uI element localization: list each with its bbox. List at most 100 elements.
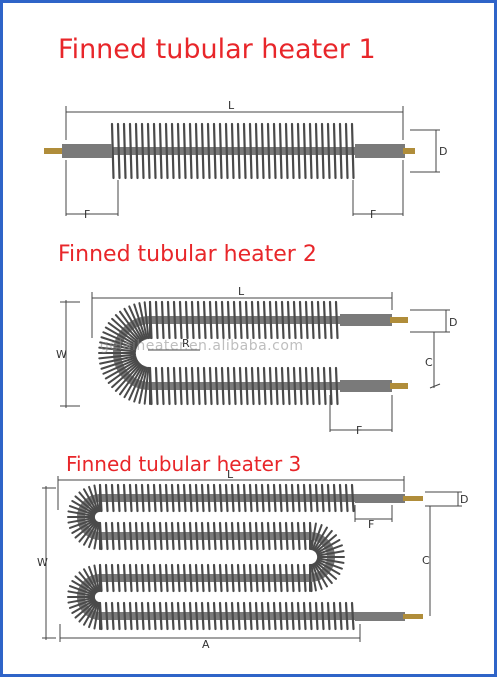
fin [104, 483, 109, 513]
heater-2-bottom-terminal [390, 383, 408, 389]
fin [166, 300, 171, 340]
fin [274, 300, 279, 340]
fin [128, 521, 133, 551]
fin [188, 122, 193, 180]
fin [123, 307, 144, 342]
fin [110, 563, 115, 593]
fin [119, 364, 143, 396]
fin [298, 300, 303, 340]
fin [242, 521, 247, 551]
fin [326, 601, 331, 631]
fin [218, 483, 223, 513]
fin [111, 317, 140, 344]
fin [236, 483, 241, 513]
heater-1-right-terminal [403, 148, 415, 154]
fin [274, 366, 279, 406]
fin [260, 483, 265, 513]
fin [122, 563, 127, 593]
fin [224, 521, 229, 551]
fin [278, 563, 283, 593]
fin [67, 510, 96, 517]
fin [316, 557, 345, 564]
fin [68, 585, 96, 596]
fin [114, 363, 141, 392]
fin [242, 563, 247, 593]
fin [322, 300, 327, 340]
fin [284, 521, 289, 551]
fin [320, 483, 325, 513]
fin [302, 483, 307, 513]
fin [290, 483, 295, 513]
heater-3-label-a: A [202, 638, 210, 651]
fin [202, 366, 207, 406]
fin [218, 122, 223, 180]
fin [194, 601, 199, 631]
fin [206, 122, 211, 180]
fin [104, 521, 109, 551]
fin [214, 300, 219, 340]
heater-2-diagram: L R W D C F [56, 285, 457, 437]
fin [244, 300, 249, 340]
fin [310, 522, 317, 551]
heater-1-diagram: L D F F [44, 99, 447, 221]
fin [248, 521, 253, 551]
watermark-text: gelaiheater.en.alibaba.com [100, 338, 304, 354]
fin [212, 483, 217, 513]
fin [242, 601, 247, 631]
fin [248, 483, 253, 513]
fin [116, 122, 121, 180]
fin [313, 562, 328, 588]
fin [93, 484, 100, 513]
fin [310, 366, 315, 406]
fin [200, 601, 205, 631]
fin [128, 365, 145, 401]
fin [134, 563, 139, 593]
heater-3-label-l: L [227, 470, 234, 481]
fin [110, 483, 115, 513]
fin [152, 483, 157, 513]
fin [260, 521, 265, 551]
fin [266, 601, 271, 631]
fin [170, 601, 175, 631]
fin [107, 360, 139, 384]
heater-1-title: Finned tubular heater 1 [58, 34, 376, 65]
fin [315, 539, 341, 554]
fin [154, 366, 159, 406]
fin [200, 122, 205, 180]
fin [93, 601, 100, 630]
heater-2-top-terminal [390, 317, 408, 323]
fin [107, 322, 139, 346]
heater-3-diagram: L W D C F A [37, 470, 468, 651]
fin [140, 563, 145, 593]
fin [133, 366, 147, 403]
fin [344, 483, 349, 513]
fin [166, 366, 171, 406]
fin [292, 300, 297, 340]
fin [308, 601, 313, 631]
fin [226, 366, 231, 406]
fin [272, 521, 277, 551]
fin [128, 601, 133, 631]
fin [218, 521, 223, 551]
fin [272, 601, 277, 631]
fin [290, 122, 295, 180]
fin [332, 601, 337, 631]
fin [104, 563, 109, 593]
fin [123, 364, 144, 399]
heater-3-top-terminal [403, 496, 423, 501]
fin [230, 483, 235, 513]
fin [140, 483, 145, 513]
fin [184, 300, 189, 340]
heater-3-bottom-terminal [403, 614, 423, 619]
heater-1-dimensions [65, 106, 440, 216]
fin [332, 122, 337, 180]
fin [256, 300, 261, 340]
fin [110, 122, 115, 180]
heater-2-title: Finned tubular heater 2 [58, 242, 317, 267]
fin [99, 355, 137, 365]
fin [143, 301, 150, 340]
fin [146, 521, 151, 551]
heater-2-label-d: D [449, 316, 457, 329]
fin [254, 483, 259, 513]
fin [122, 483, 127, 513]
